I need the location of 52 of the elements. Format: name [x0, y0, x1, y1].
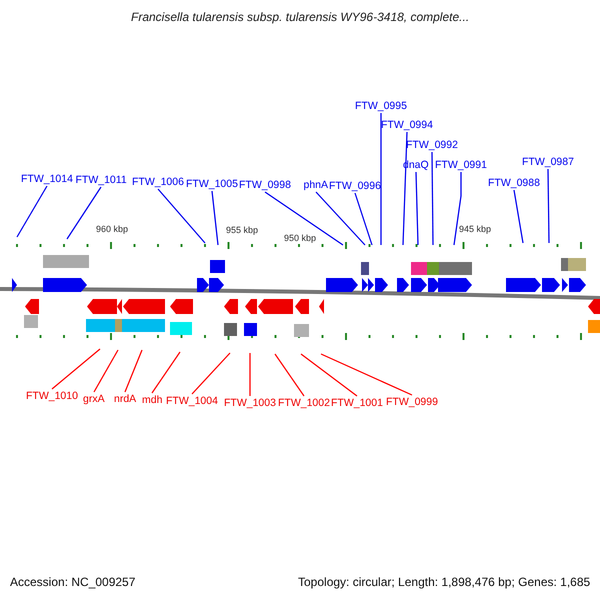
gene-label: FTW_0988	[488, 176, 540, 190]
leader-line	[431, 152, 434, 245]
leader-line	[152, 352, 180, 394]
gene-label: mdh	[142, 393, 162, 407]
gene-label: FTW_1006	[132, 175, 184, 189]
leader-line	[380, 113, 382, 245]
leader-line	[124, 350, 143, 392]
gene-label: FTW_1005	[186, 177, 238, 191]
leader-line	[52, 348, 100, 390]
genome-summary-text: Topology: circular; Length: 1,898,476 bp; Genes: 1,685	[298, 575, 590, 589]
leader-line	[453, 172, 462, 246]
leader-line	[415, 172, 419, 246]
leader-line	[402, 132, 408, 246]
gene-label: FTW_0995	[355, 99, 407, 113]
gene-label: FTW_0998	[239, 178, 291, 192]
gene-label: FTW_1011	[76, 173, 127, 187]
leader-line	[547, 169, 550, 243]
leader-line	[300, 354, 358, 396]
leader-line	[249, 353, 251, 396]
leader-line	[93, 350, 119, 392]
leader-line	[192, 352, 230, 394]
gene-label: FTW_1002	[278, 396, 330, 410]
gene-label: FTW_0992	[406, 138, 458, 152]
leader-line	[513, 190, 524, 244]
gene-label: FTW_1003	[224, 396, 276, 410]
scale-label: 960 kbp	[96, 224, 128, 234]
accession-text: Accession: NC_009257	[10, 575, 136, 589]
title: Francisella tularensis subsp. tularensis WY96-3418, complete...	[131, 10, 470, 24]
gene-label: FTW_1014	[21, 172, 73, 186]
gene-label: phnA	[304, 178, 328, 192]
gene-label: FTW_0987	[522, 155, 574, 169]
gene-label: FTW_1004	[166, 394, 218, 408]
gene-label: FTW_0999	[386, 395, 438, 409]
leader-line	[158, 188, 206, 244]
scale-label: 950 kbp	[284, 233, 316, 243]
leader-line	[211, 190, 219, 246]
leader-line	[320, 353, 412, 396]
gene-label: FTW_0996	[329, 179, 381, 193]
leader-line	[264, 192, 344, 246]
scale-label: 945 kbp	[459, 224, 492, 234]
gene-label: FTW_1010	[26, 389, 78, 403]
leader-line	[66, 186, 102, 240]
scale-label: 955 kbp	[226, 225, 258, 235]
leader-line	[354, 192, 373, 246]
gene-label: grxA	[83, 392, 105, 406]
gene-label: FTW_1001	[331, 396, 383, 410]
leader-line	[16, 186, 48, 238]
gene-label: nrdA	[114, 392, 136, 406]
leader-line	[316, 192, 366, 246]
gene-label: FTW_0991	[435, 158, 487, 172]
gene-label: FTW_0994	[381, 118, 433, 132]
leader-line	[274, 354, 304, 396]
